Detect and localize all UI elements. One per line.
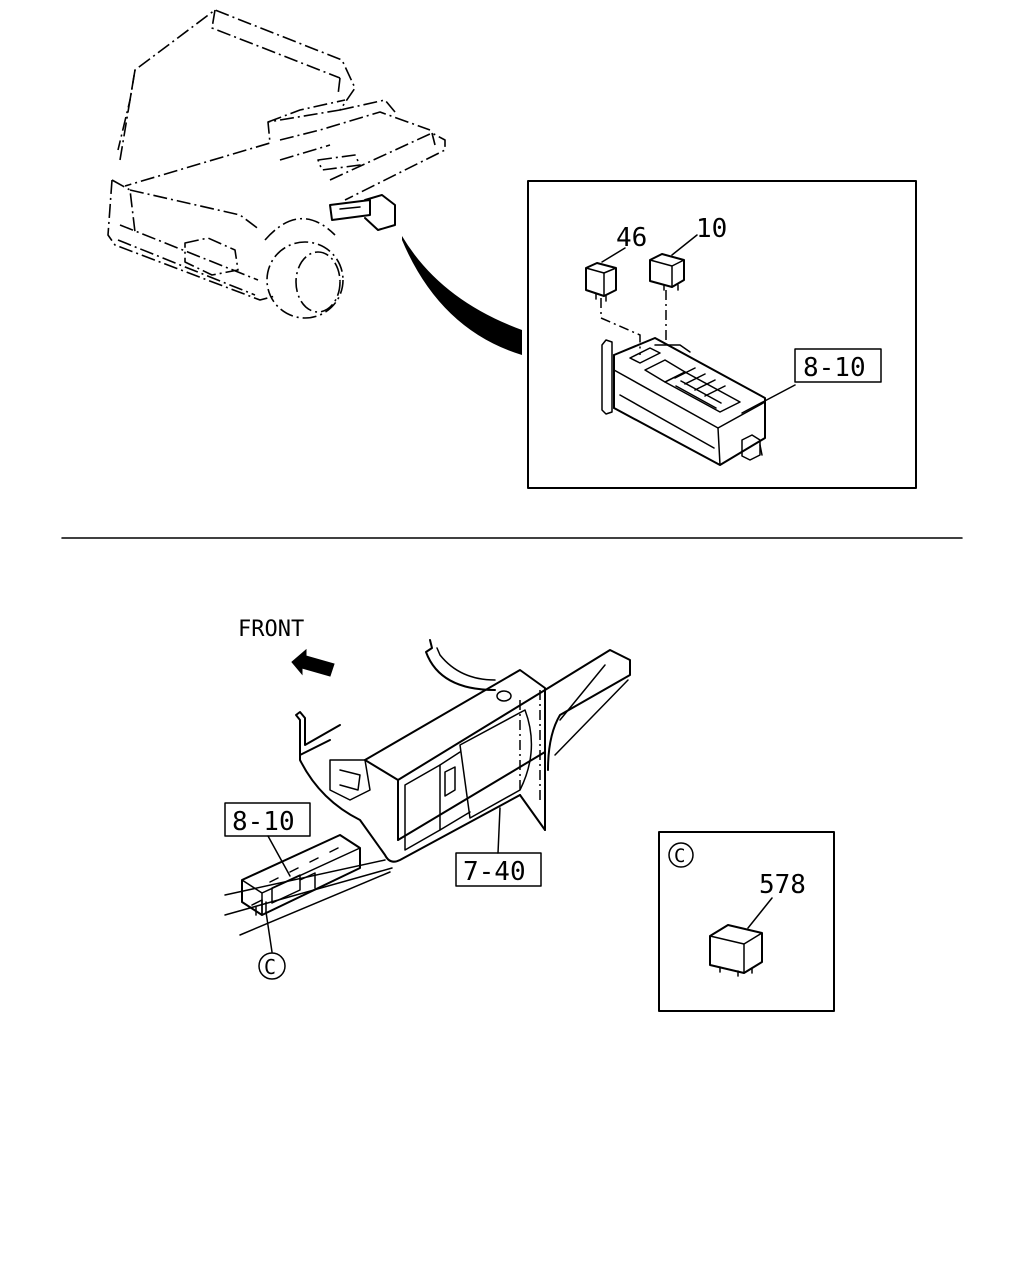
- callout-46: 46: [616, 223, 647, 253]
- fuse-box-detail-panel: 46 10: [527, 180, 917, 489]
- detail-leader-curve: [402, 236, 522, 355]
- view-c-detail-panel: C 578: [658, 831, 835, 1012]
- relay-46-part: 46: [585, 223, 647, 302]
- truck-cab-illustration: [107, 9, 446, 319]
- fuse-box-on-frame: [241, 834, 361, 916]
- front-label: FRONT: [238, 617, 304, 642]
- view-c-panel-label: C: [674, 845, 685, 867]
- fuse-box-body: [601, 337, 766, 466]
- relay-10-part: 10: [649, 214, 727, 291]
- relay-578-part: 578: [709, 870, 806, 977]
- frame-section-illustration: FRONT: [224, 617, 631, 980]
- callout-578: 578: [759, 870, 806, 900]
- view-c-marker: C: [264, 955, 276, 979]
- callout-8-10-bottom: 8-10: [232, 807, 295, 837]
- front-arrow-icon: [291, 648, 335, 677]
- callout-8-10-top: 8-10: [803, 353, 866, 383]
- callout-10: 10: [696, 214, 727, 244]
- callout-7-40: 7-40: [463, 857, 526, 887]
